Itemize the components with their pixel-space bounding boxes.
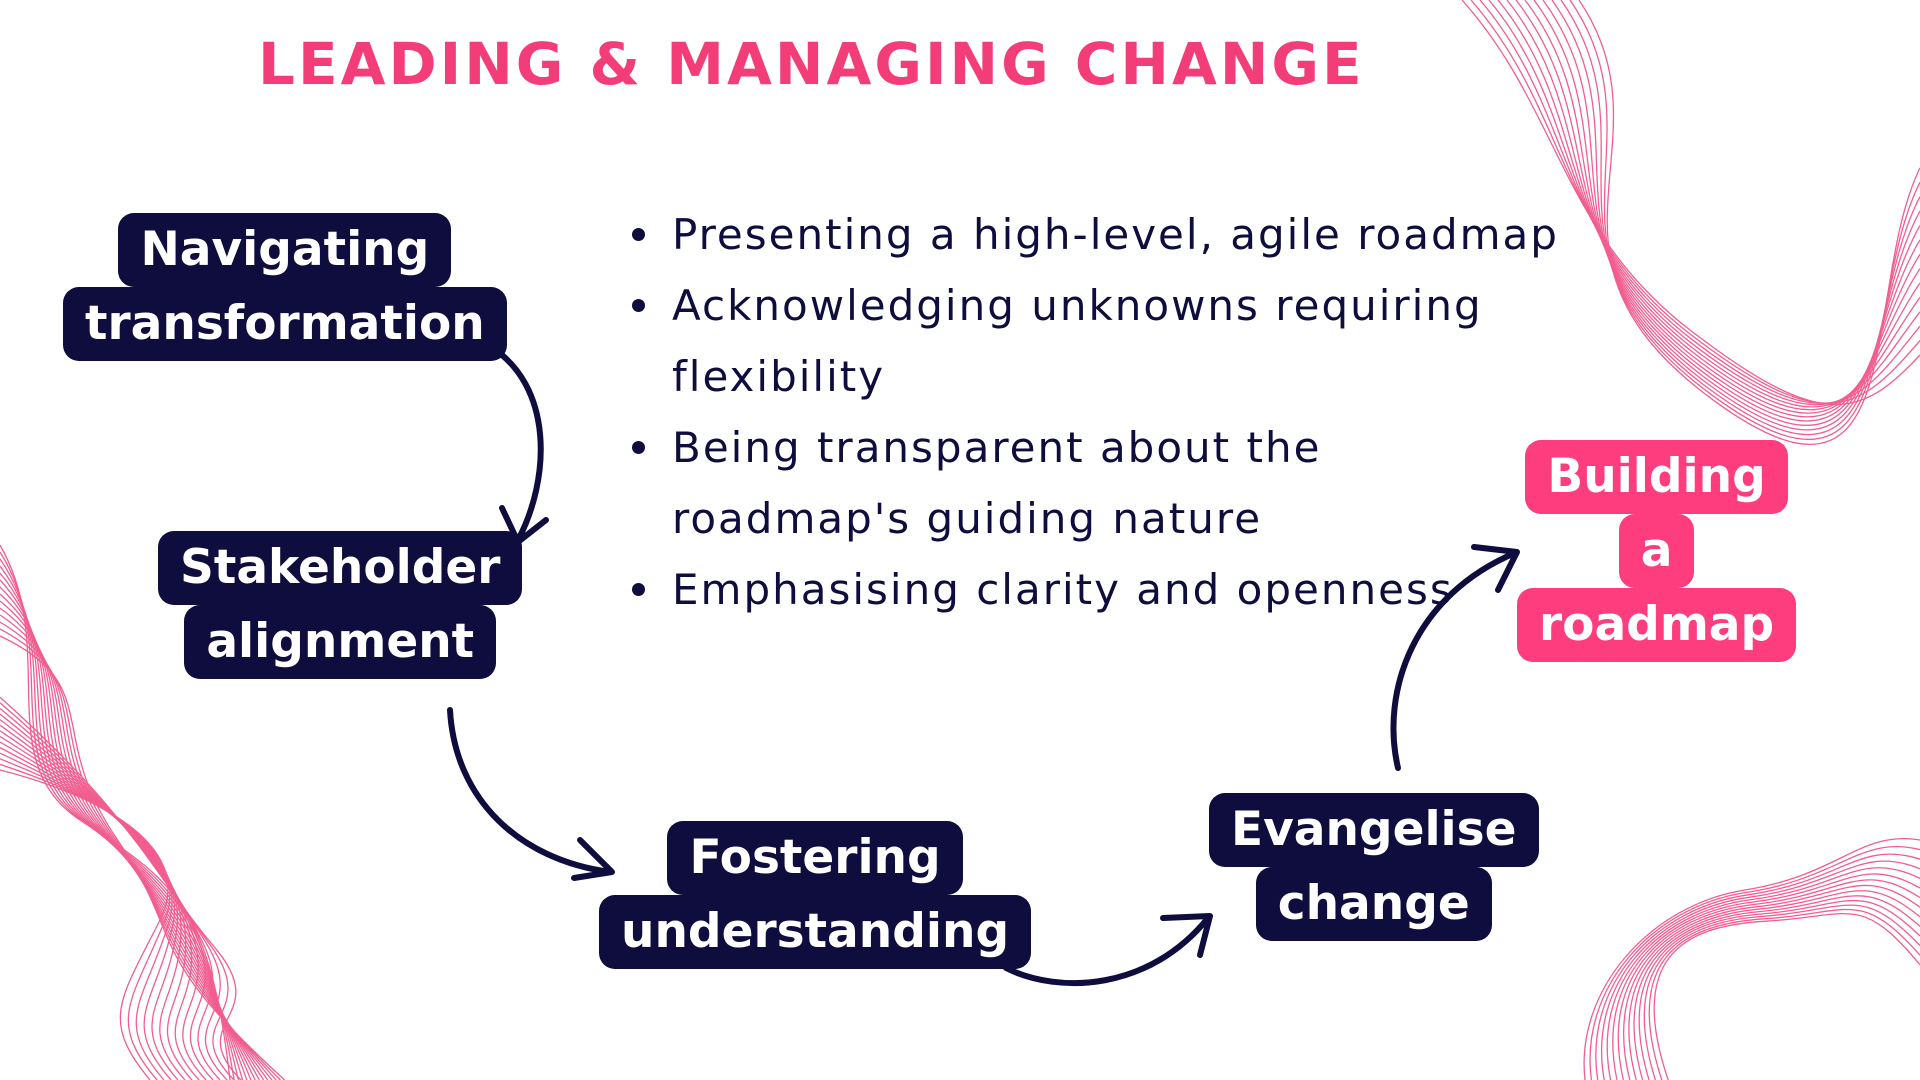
wave-bottom-left: [0, 544, 286, 1080]
wave-line: [0, 607, 269, 1080]
wave-line: [0, 735, 193, 1080]
node-label: Navigating: [118, 213, 452, 287]
wave-line: [1638, 899, 1920, 1080]
arrow-fostering-to-evangelise: [1003, 913, 1213, 987]
wave-line: [1583, 838, 1920, 1080]
wave-line: [0, 628, 281, 1080]
wave-line: [1606, 867, 1920, 1080]
node-navigating-transformation: Navigating transformation: [63, 213, 507, 361]
wave-line: [0, 713, 221, 1080]
bullet-item: Being transparent about the roadmap's gu…: [628, 412, 1332, 554]
wave-line: [1628, 890, 1920, 1080]
bullet-item: Presenting a high-level, agile roadmap: [628, 199, 1572, 270]
node-evangelise-change: Evangelise change: [1209, 793, 1539, 941]
bullet-item: Emphasising clarity and openness: [628, 554, 1572, 625]
wave-line: [0, 558, 240, 1080]
node-label: a: [1618, 514, 1695, 588]
wave-line: [0, 730, 200, 1080]
wave-line: [1470, 0, 1920, 404]
wave-line: [1578, 0, 1920, 445]
wave-line: [1643, 904, 1920, 1080]
node-label: understanding: [599, 895, 1032, 969]
node-label: Fostering: [667, 821, 963, 895]
wave-line: [0, 565, 244, 1080]
arrow-stakeholder-to-fostering: [447, 707, 615, 881]
wave-line: [1600, 860, 1920, 1080]
node-building-a-roadmap: Building a roadmap: [1517, 440, 1797, 662]
node-label: transformation: [63, 287, 507, 361]
wave-line: [0, 621, 277, 1080]
wave-line: [1595, 853, 1920, 1080]
wave-top-right: [1461, 0, 1920, 445]
wave-line: [0, 724, 207, 1080]
bullet-list: Presenting a high-level, agile roadmap A…: [628, 199, 1572, 625]
wave-line: [1589, 845, 1920, 1080]
node-label: roadmap: [1517, 588, 1797, 662]
node-stakeholder-alignment: Stakeholder alignment: [158, 531, 523, 679]
node-label: change: [1255, 867, 1492, 941]
wave-line: [1633, 895, 1920, 1080]
wave-line: [1623, 884, 1920, 1080]
wave-line: [0, 696, 242, 1080]
wave-line: [1617, 879, 1920, 1080]
wave-line: [1653, 913, 1920, 1080]
arrow-navigating-to-stakeholder: [485, 342, 549, 545]
node-label: Stakeholder: [158, 531, 523, 605]
node-label: Evangelise: [1209, 793, 1539, 867]
wave-line: [0, 614, 273, 1080]
node-fostering-understanding: Fostering understanding: [599, 821, 1032, 969]
page-title: LEADING & MANAGING CHANGE: [258, 30, 1365, 98]
wave-line: [0, 635, 286, 1080]
bullet-item: Acknowledging unknowns requiring flexibi…: [628, 270, 1572, 412]
wave-line: [1479, 0, 1920, 405]
wave-line: [1648, 908, 1920, 1080]
node-label: alignment: [184, 605, 497, 679]
wave-line: [1612, 873, 1920, 1080]
node-label: Building: [1525, 440, 1788, 514]
wave-line: [0, 741, 186, 1080]
arrow-evangelise-to-building: [1390, 544, 1520, 771]
wave-bottom-right: [1583, 838, 1920, 1080]
wave-line: [0, 702, 235, 1080]
